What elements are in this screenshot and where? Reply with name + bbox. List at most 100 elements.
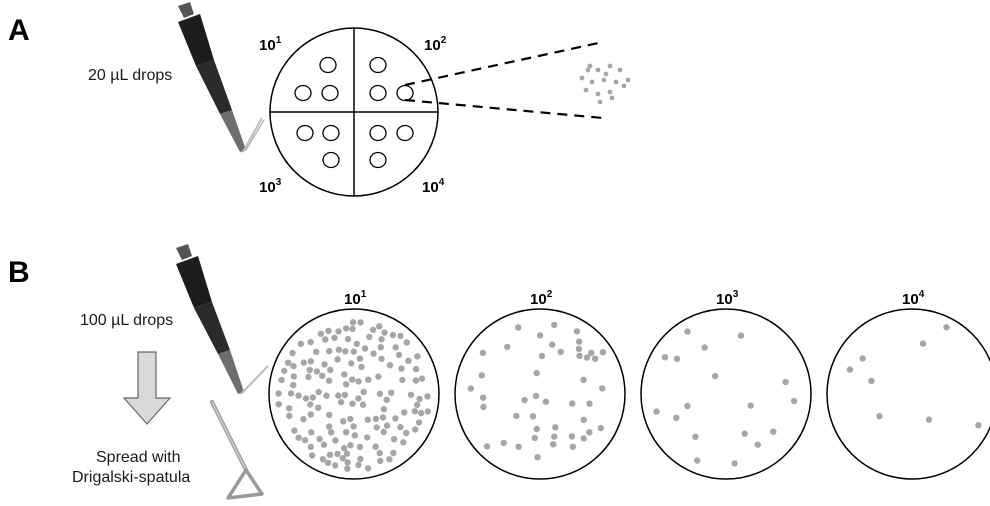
colony-dot <box>300 416 307 423</box>
panel-b-letter: B <box>8 256 30 289</box>
colony-dot <box>313 348 320 356</box>
colony-dot <box>585 67 591 73</box>
colony-dot <box>343 429 350 436</box>
colony-dot <box>589 79 595 85</box>
colony-dot <box>319 372 326 379</box>
colony-dot <box>295 392 302 399</box>
colony-dot <box>692 433 699 440</box>
pipette-icon <box>178 2 265 153</box>
plate-outline <box>640 308 812 480</box>
colony-dot <box>341 371 348 378</box>
down-arrow-icon <box>122 351 172 425</box>
colony-dot <box>401 409 408 416</box>
colony-dot <box>332 462 339 469</box>
colony-dot <box>319 456 327 463</box>
colony-dot <box>378 355 385 363</box>
colony-dot <box>356 355 364 362</box>
colony-dot <box>416 395 423 403</box>
colony-dot <box>515 443 522 450</box>
quadrant-label-10-4: 104 <box>422 177 445 196</box>
colony-dot <box>534 454 541 461</box>
panel-a-drop-label: 20 µL drops <box>88 67 172 84</box>
colony-dot <box>344 335 352 343</box>
colony-dot <box>754 441 761 448</box>
colony-dot <box>284 359 292 366</box>
colonies <box>275 319 432 472</box>
colony-dot <box>325 327 332 334</box>
colony-dot <box>342 381 350 388</box>
colony-dot <box>340 418 347 425</box>
colony-dot <box>575 345 583 353</box>
colony-dot <box>625 77 631 83</box>
drigalski-spatula-icon <box>210 400 264 500</box>
colony-dot <box>599 349 607 356</box>
colony-dot <box>403 339 410 346</box>
colony-dot <box>580 416 587 423</box>
colony-dot <box>411 408 419 415</box>
colony-dot <box>557 348 564 356</box>
colony-dot <box>370 350 377 357</box>
colony-dot <box>377 457 384 465</box>
colony-dot <box>398 365 405 372</box>
colony-dot <box>290 373 297 380</box>
colony-dot <box>741 430 748 437</box>
drop-spot <box>322 151 340 169</box>
colony-dot <box>364 416 371 423</box>
colony-dot <box>350 348 357 355</box>
colony-dot <box>569 443 577 450</box>
colony-dot <box>376 390 384 397</box>
colony-dot <box>603 71 609 77</box>
colony-dot <box>347 415 354 423</box>
colony-dot <box>307 338 314 346</box>
colony-dot <box>580 435 587 442</box>
colony-dot <box>551 321 558 329</box>
colony-dot <box>412 426 419 433</box>
colony-dot <box>307 411 314 418</box>
panel-a-letter: A <box>8 14 30 47</box>
colony-dot <box>320 441 328 448</box>
colony-dot <box>339 455 346 462</box>
colony-dot <box>357 319 364 326</box>
colony-dot <box>601 77 607 83</box>
colony-dot <box>381 329 388 336</box>
colony-dot <box>418 375 426 382</box>
colony-dot <box>613 79 619 85</box>
colony-dot <box>341 444 348 452</box>
drop-spot <box>322 124 340 142</box>
colony-dot <box>392 415 399 422</box>
plate-outline <box>826 308 990 480</box>
colony-dot <box>575 338 583 345</box>
colony-dot <box>607 63 613 69</box>
colony-dot <box>595 91 601 97</box>
spread-label-line1: Spread with <box>96 449 181 466</box>
colony-dot <box>287 390 295 397</box>
colony-dot <box>290 381 297 389</box>
colony-dot <box>478 372 485 379</box>
colony-dot <box>342 348 349 355</box>
drop-spot <box>396 84 414 102</box>
colony-dot <box>351 432 358 439</box>
colony-dot <box>372 415 380 422</box>
colony-dot <box>307 358 314 365</box>
colony-dot <box>653 408 660 415</box>
drop-spot <box>369 56 387 74</box>
colony-dot <box>515 324 522 331</box>
colony-dot <box>579 75 585 81</box>
colony-dot <box>349 400 356 407</box>
colony-dot <box>549 341 556 348</box>
colony-dot <box>364 465 372 472</box>
colony-dot <box>305 373 312 381</box>
drop-spot <box>294 84 312 102</box>
colony-dot <box>349 325 356 333</box>
colony-dot <box>361 345 369 352</box>
colony-dot <box>379 414 387 421</box>
colony-dot <box>325 377 333 384</box>
colony-dot <box>747 402 754 409</box>
colony-dot <box>684 328 691 335</box>
colony-dot <box>599 385 606 392</box>
colony-dot <box>377 344 384 351</box>
colony-dot <box>309 452 316 459</box>
colony-dot <box>291 427 298 434</box>
colony-dot <box>529 413 537 420</box>
colony-dot <box>380 428 387 436</box>
